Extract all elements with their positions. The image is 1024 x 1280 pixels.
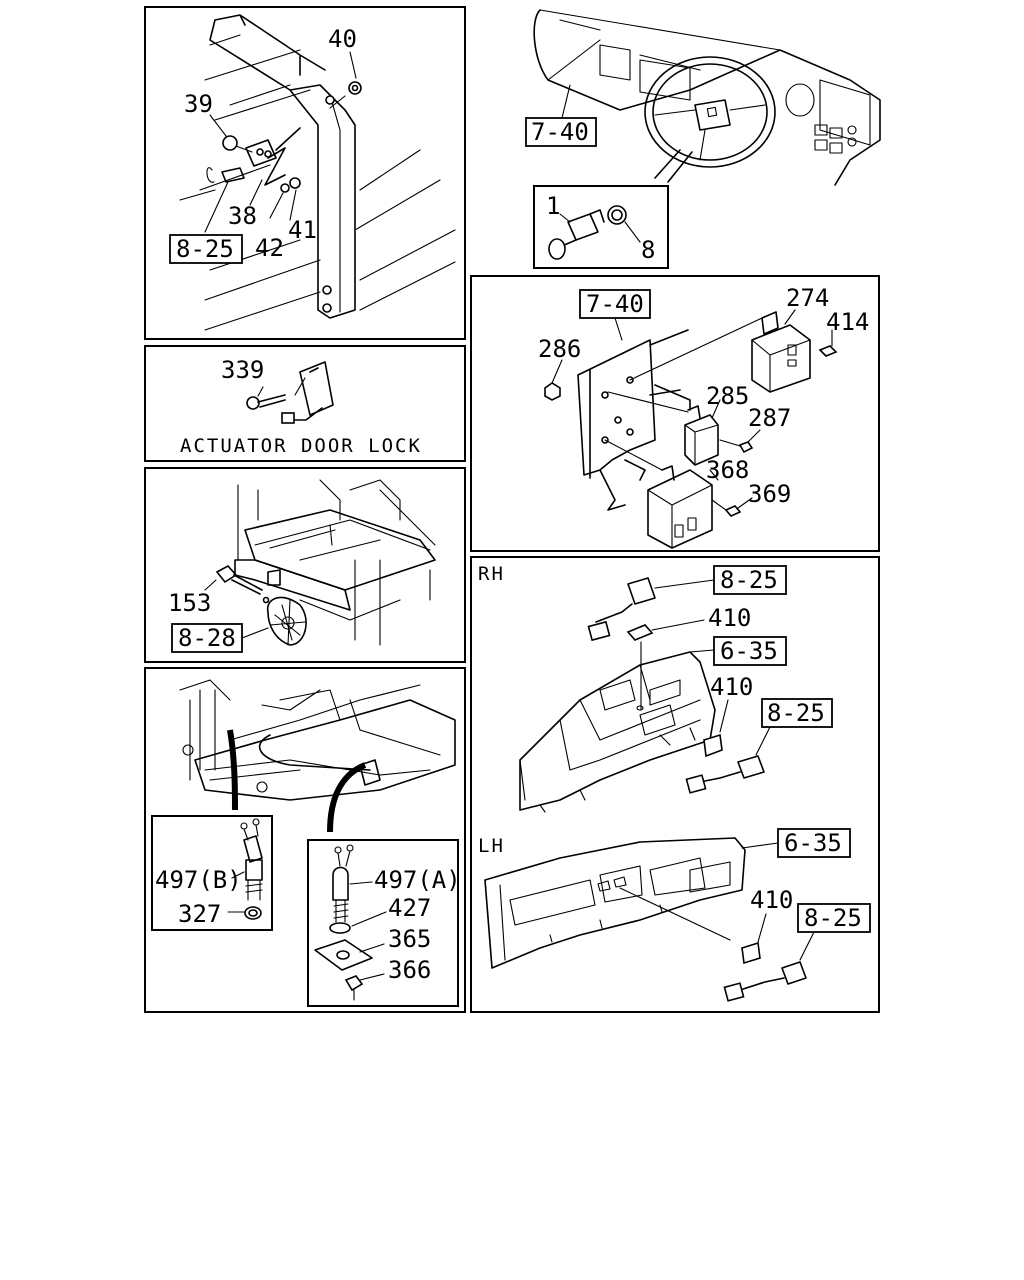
callout-427: 427 — [388, 894, 431, 922]
panel-seat-base-frame — [144, 467, 466, 663]
callout-41: 41 — [288, 216, 317, 244]
ref-8-28: 8-28 — [178, 624, 236, 652]
door-lock-caption: ACTUATOR DOOR LOCK — [180, 435, 422, 457]
ref-6-35-rh: 6-35 — [720, 637, 778, 665]
ref-6-35-lh: 6-35 — [784, 829, 842, 857]
callout-286: 286 — [538, 335, 581, 363]
callout-410-rh-top: 410 — [708, 604, 751, 632]
ref-8-25-rh-top: 8-25 — [720, 566, 778, 594]
callout-274: 274 — [786, 284, 829, 312]
panel-trim-frame — [470, 556, 880, 1013]
callout-40: 40 — [328, 25, 357, 53]
callout-410-lh: 410 — [750, 886, 793, 914]
panel-floor-switch-frame — [144, 667, 466, 1013]
panel-door-lock: 339 ACTUATOR DOOR LOCK — [180, 356, 422, 457]
callout-1: 1 — [546, 192, 560, 220]
panel-trim: RH LH 8-25 410 6-35 410 8-25 — [478, 563, 871, 1002]
rh-label: RH — [478, 563, 505, 585]
ref-7-40-dash: 7-40 — [531, 118, 589, 146]
ref-8-25: 8-25 — [176, 235, 234, 263]
ref-8-25-lh: 8-25 — [804, 904, 862, 932]
panel-pillar-frame — [144, 6, 466, 340]
callout-42: 42 — [255, 234, 284, 262]
ref-box-8-25 — [169, 234, 243, 264]
callout-285: 285 — [706, 382, 749, 410]
ref-box-7-40-dash — [525, 117, 597, 147]
callout-153: 153 — [168, 589, 211, 617]
callout-497a: 497(A) — [374, 866, 461, 894]
callout-414: 414 — [826, 308, 869, 336]
panel-pillar: 40 39 38 42 41 8-25 — [169, 14, 456, 331]
callout-497b: 497(B) — [155, 866, 242, 894]
ref-box-8-25-rh-top — [713, 565, 787, 595]
ref-box-7-40-bracket — [579, 289, 651, 319]
ref-box-6-35-rh — [713, 636, 787, 666]
callout-368: 368 — [706, 456, 749, 484]
panel-relay-bracket: 7-40 — [538, 284, 869, 549]
ref-box-8-25-rh-bottom — [761, 698, 833, 728]
callout-339: 339 — [221, 356, 264, 384]
callout-365: 365 — [388, 925, 431, 953]
switch-a-detail-box — [307, 839, 459, 1007]
callout-287: 287 — [748, 404, 791, 432]
panel-relay-bracket-frame — [470, 275, 880, 552]
panel-floor-switch: 497(B) 327 497(A) 427 365 366 — [151, 679, 461, 1007]
callout-369: 369 — [748, 480, 791, 508]
callout-8: 8 — [641, 236, 655, 264]
ref-7-40-bracket: 7-40 — [586, 290, 644, 318]
callout-39: 39 — [184, 90, 213, 118]
callout-327: 327 — [178, 900, 221, 928]
panel-seat-base: 153 8-28 — [168, 479, 436, 653]
ref-8-25-rh-bottom: 8-25 — [767, 699, 825, 727]
ref-box-8-25-lh — [797, 903, 871, 933]
lh-label: LH — [478, 835, 505, 857]
callout-366: 366 — [388, 956, 431, 984]
callout-38: 38 — [228, 202, 257, 230]
panel-door-lock-frame — [144, 345, 466, 462]
ref-box-6-35-lh — [777, 828, 851, 858]
panel-dash-switch: 7-40 1 8 — [525, 9, 881, 269]
switch-b-detail-box — [151, 815, 273, 931]
switch-detail-box — [533, 185, 669, 269]
callout-410-rh-bottom: 410 — [710, 673, 753, 701]
